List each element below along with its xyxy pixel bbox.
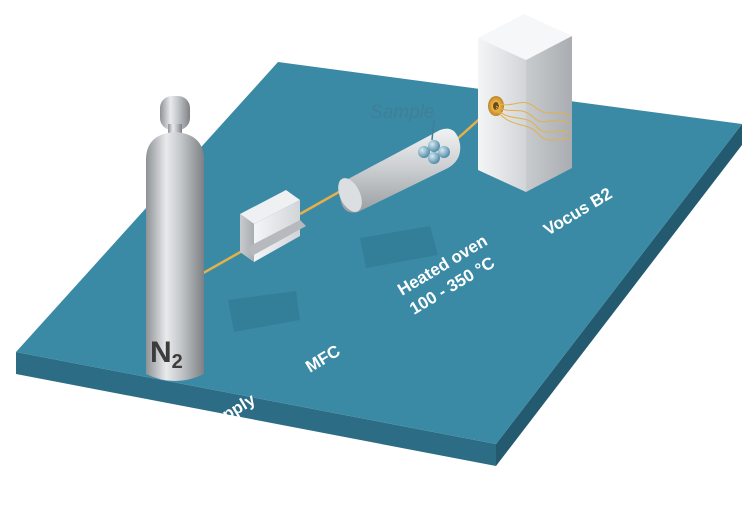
- ion-trajectories: [495, 102, 571, 141]
- vocus-right-face: [526, 36, 572, 192]
- oven-end-cap: [338, 178, 362, 212]
- heated-oven: [338, 119, 461, 213]
- sample-sphere: [428, 140, 440, 152]
- mfc-device: [240, 190, 306, 262]
- platform-front-face: [16, 352, 496, 466]
- mfc-top-face: [240, 190, 300, 224]
- nitrogen-cylinder: N2: [146, 96, 204, 381]
- ion-trajectory: [497, 111, 571, 141]
- cylinder-label-sub: 2: [172, 351, 183, 373]
- cylinder-valve-cap: [160, 96, 190, 130]
- sample-spheres: [418, 140, 450, 164]
- sample-pointer-line: [431, 119, 435, 141]
- mfc-shadow: [228, 291, 300, 332]
- ion-trajectory: [495, 105, 571, 125]
- sample-sphere: [418, 146, 430, 158]
- cylinder-label: N2: [150, 336, 183, 373]
- gas-line-segment-supply: [197, 248, 245, 278]
- platform-side-face: [496, 124, 742, 466]
- ion-trajectory: [497, 102, 571, 117]
- gas-line-segment-mfc: [299, 186, 347, 216]
- cylinder-label-main: N: [150, 336, 172, 369]
- ion-trajectory: [495, 107, 571, 135]
- mfc-base: [246, 220, 306, 256]
- sample-sphere: [438, 146, 450, 158]
- oven-shadow: [360, 226, 438, 268]
- sample-sphere: [428, 152, 440, 164]
- vocus-left-face: [478, 38, 526, 192]
- vocus-top-face: [478, 14, 572, 60]
- cylinder-body: [146, 132, 204, 381]
- vocus-b2-instrument: [478, 14, 572, 192]
- sample-label: Sample: [370, 102, 434, 123]
